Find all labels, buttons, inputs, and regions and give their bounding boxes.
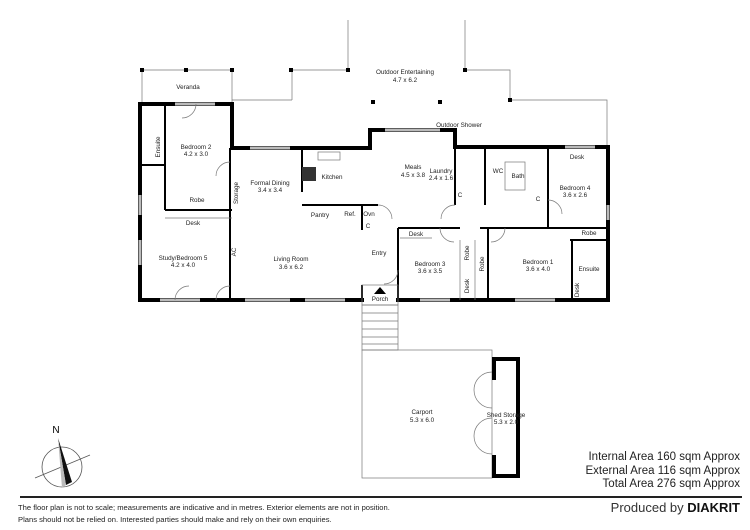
formal-dining-size: 3.4 x 3.4 [258,187,283,194]
bedroom2-label: Bedroom 2 [181,144,212,151]
compass-icon: N [34,425,91,488]
carport-size: 5.3 x 6.0 [410,417,435,424]
brand-logo: DIAKRIT [687,500,740,515]
bedroom3-robe-label: Robe [464,245,471,261]
veranda-label: Veranda [176,84,200,91]
internal-area: Internal Area 160 sqm Approx [588,451,740,463]
cupboard-laundry-label: C [458,192,463,199]
laundry-label: Laundry [430,168,454,175]
porch-stairs [361,284,399,351]
study-size: 4.2 x 4.0 [171,262,196,269]
external-area: External Area 116 sqm Approx [585,464,741,477]
bedroom1-robe-label: Robe [479,256,486,272]
bedroom1-size: 3.6 x 4.0 [526,266,551,273]
meals-label: Meals [405,164,422,171]
cupboard-bath-label: C [536,196,541,203]
bath-label: Bath [512,173,525,180]
bedroom3-desk-label: Desk [409,231,424,238]
bedroom3-side-desk-label: Desk [464,278,471,293]
pantry-label: Pantry [311,212,330,219]
bedroom1-label: Bedroom 1 [523,259,554,266]
living-room-size: 3.6 x 6.2 [279,264,304,271]
ensuite-right-label: Ensuite [578,266,600,273]
ref-label: Ref. [344,211,356,218]
area-summary: Internal Area 160 sqm Approx External Ar… [586,451,741,492]
exterior-walls [138,102,610,302]
outdoor-entertaining-outline [232,20,608,147]
meals-size: 4.5 x 3.8 [401,172,426,179]
shed-storage-label: Shed Storage [487,412,526,419]
storage-label: Storage [233,181,240,204]
disclaimer-line-2: Plans should not be relied on. Intereste… [18,515,332,524]
disclaimer-line-1: The floor plan is not to scale; measurem… [18,503,390,512]
oven-label: Ovn [363,211,375,218]
produced-by-text: Produced by [610,500,684,515]
bedroom4-desk-label: Desk [570,154,585,161]
living-room-label: Living Room [274,256,309,263]
total-area: Total Area 276 sqm Approx [602,478,740,490]
cupboard-entry-label: C [366,223,371,230]
footer-divider [20,496,742,498]
porch-label: Porch [372,296,389,303]
study-desk-label: Desk [186,220,201,227]
disclaimer: The floor plan is not to scale; measurem… [18,502,390,526]
compass-north-label: N [52,425,59,436]
formal-dining-label: Formal Dining [250,180,290,187]
fixtures [165,103,563,301]
produced-by: Produced by DIAKRIT [611,500,740,515]
bedroom3-size: 3.6 x 3.5 [418,268,443,275]
bedroom2-robe-label: Robe [189,197,205,204]
bedroom4-robe-label: Robe [581,230,597,237]
bedroom4-label: Bedroom 4 [560,185,591,192]
ensuite-left-label: Ensuite [155,136,162,158]
ac-label: AC [231,247,238,256]
entry-label: Entry [372,250,388,257]
laundry-size: 2.4 x 1.6 [429,175,454,182]
shed-storage-size: 5.3 x 2.0 [494,419,519,426]
outdoor-shower-label: Outdoor Shower [436,122,482,129]
outdoor-entertaining-size: 4.7 x 6.2 [393,77,418,84]
bedroom3-label: Bedroom 3 [415,261,446,268]
room-labels: Veranda Outdoor Entertaining 4.7 x 6.2 B… [155,69,600,426]
veranda-outline [140,68,234,103]
kitchen-label: Kitchen [321,174,343,181]
study-label: Study/Bedroom 5 [159,255,208,262]
wc-label: WC [493,168,504,175]
ensuite-desk-label: Desk [574,282,581,297]
bedroom2-size: 4.2 x 3.0 [184,151,209,158]
bedroom4-size: 3.6 x 2.6 [563,192,588,199]
outdoor-entertaining-label: Outdoor Entertaining [376,69,435,76]
carport-label: Carport [412,409,433,416]
carport-shed [361,349,520,479]
